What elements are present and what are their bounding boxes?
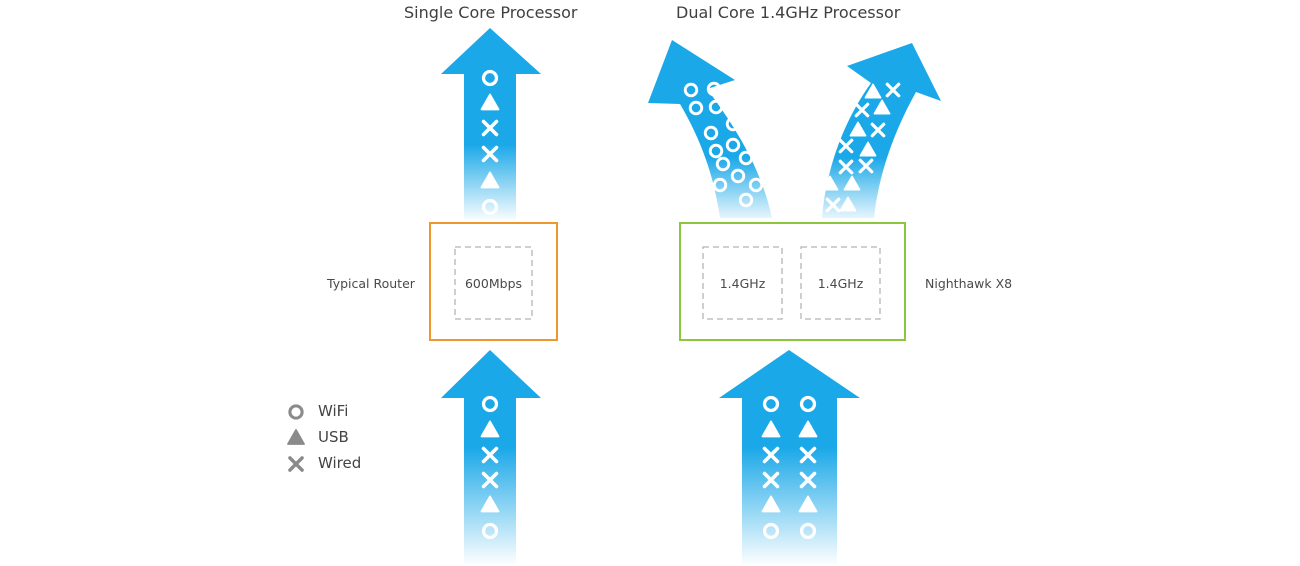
usb-icon (821, 175, 839, 191)
wifi-icon (725, 116, 741, 132)
typical-router-core (454, 246, 533, 320)
wifi-icon (738, 192, 754, 208)
usb-icon (480, 93, 500, 111)
wired-icon (762, 446, 780, 464)
wired-icon (481, 471, 499, 489)
typical-router-core-label: 600Mbps (464, 276, 523, 291)
wifi-icon (762, 522, 780, 540)
usb-icon (873, 99, 891, 115)
wifi-icon (738, 150, 754, 166)
wifi-icon (715, 156, 731, 172)
usb-icon (480, 495, 500, 513)
heading-dual-core: Dual Core 1.4GHz Processor (676, 3, 901, 22)
usb-icon (761, 420, 781, 438)
wifi-icon (708, 143, 724, 159)
wifi-icon (730, 168, 746, 184)
wired-icon (762, 471, 780, 489)
usb-icon (864, 83, 882, 99)
legend-wired-label: Wired (318, 454, 362, 472)
wifi-icon (762, 395, 780, 413)
legend-wired-icon (288, 456, 304, 472)
wifi-icon (708, 99, 724, 115)
wired-icon (799, 446, 817, 464)
wired-icon (481, 145, 499, 163)
wifi-icon (748, 177, 764, 193)
wifi-icon (481, 395, 499, 413)
wired-icon (858, 158, 874, 174)
wired-icon (870, 122, 886, 138)
wifi-icon (481, 69, 499, 87)
wifi-icon (706, 81, 722, 97)
wifi-icon (481, 522, 499, 540)
nighthawk-core-1 (702, 246, 783, 320)
wifi-icon (703, 125, 719, 141)
typical-router-box (429, 222, 558, 341)
heading-single-core: Single Core Processor (404, 3, 578, 22)
nighthawk-core-2-label: 1.4GHz (817, 276, 864, 291)
wired-icon (825, 197, 841, 213)
legend-wifi-label: WiFi (318, 402, 349, 420)
nighthawk-core-1-label: 1.4GHz (719, 276, 766, 291)
typical-router-label: Typical Router (327, 276, 415, 291)
usb-icon (480, 171, 500, 189)
wired-icon (885, 82, 901, 98)
dual-input-arrow (719, 350, 860, 566)
legend-usb-icon (287, 429, 305, 445)
usb-icon (761, 495, 781, 513)
usb-icon (798, 495, 818, 513)
wifi-icon (683, 82, 699, 98)
wifi-icon (712, 177, 728, 193)
wired-icon (799, 471, 817, 489)
usb-icon (843, 175, 861, 191)
wifi-icon (688, 100, 704, 116)
wifi-icon (799, 522, 817, 540)
dual-output-arrow-left (648, 40, 772, 218)
wired-icon (481, 119, 499, 137)
legend-symbols (287, 404, 305, 472)
wired-icon (838, 159, 854, 175)
wired-icon (854, 102, 870, 118)
nighthawk-core-2 (800, 246, 881, 320)
wifi-icon (725, 137, 741, 153)
usb-icon (839, 196, 857, 212)
usb-icon (859, 141, 877, 157)
dual-output-arrow-right (822, 43, 941, 218)
stream-symbols (480, 69, 901, 540)
usb-icon (480, 420, 500, 438)
nighthawk-router-box (679, 222, 906, 341)
legend-usb-label: USB (318, 428, 349, 446)
wifi-icon (481, 198, 499, 216)
legend-wifi-icon (288, 404, 304, 420)
usb-icon (798, 420, 818, 438)
usb-icon (849, 121, 867, 137)
wired-icon (838, 138, 854, 154)
wired-icon (481, 446, 499, 464)
nighthawk-router-label: Nighthawk X8 (925, 276, 1013, 291)
wifi-icon (799, 395, 817, 413)
